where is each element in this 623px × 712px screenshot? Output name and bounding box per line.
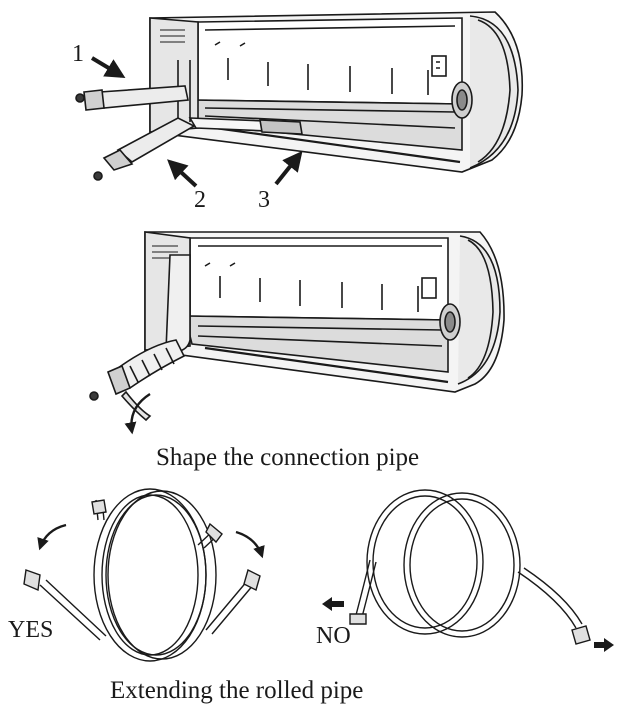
coil-no (349, 489, 591, 645)
yes-arrow-right (235, 530, 265, 559)
coil-yes (23, 488, 261, 662)
arrow-2 (167, 159, 198, 188)
arrow-3 (274, 150, 303, 186)
no-arrows (322, 597, 614, 652)
verdict-no: NO (316, 623, 351, 649)
bend-arrow (124, 392, 151, 435)
callout-arrows (90, 56, 303, 188)
bundled-pipe (89, 254, 191, 422)
arrow-1 (90, 56, 126, 79)
callout-label-2: 2 (194, 187, 206, 213)
yes-arrow-left (37, 523, 67, 551)
indoor-unit-top (149, 11, 524, 173)
callout-label-1: 1 (72, 41, 84, 67)
connection-pipes-top (75, 85, 303, 181)
callout-label-3: 3 (258, 187, 270, 213)
caption-shape-pipe: Shape the connection pipe (156, 444, 420, 471)
caption-extend-pipe: Extending the rolled pipe (110, 677, 364, 704)
indoor-unit-bottom (144, 231, 505, 393)
verdict-yes: YES (8, 617, 54, 643)
